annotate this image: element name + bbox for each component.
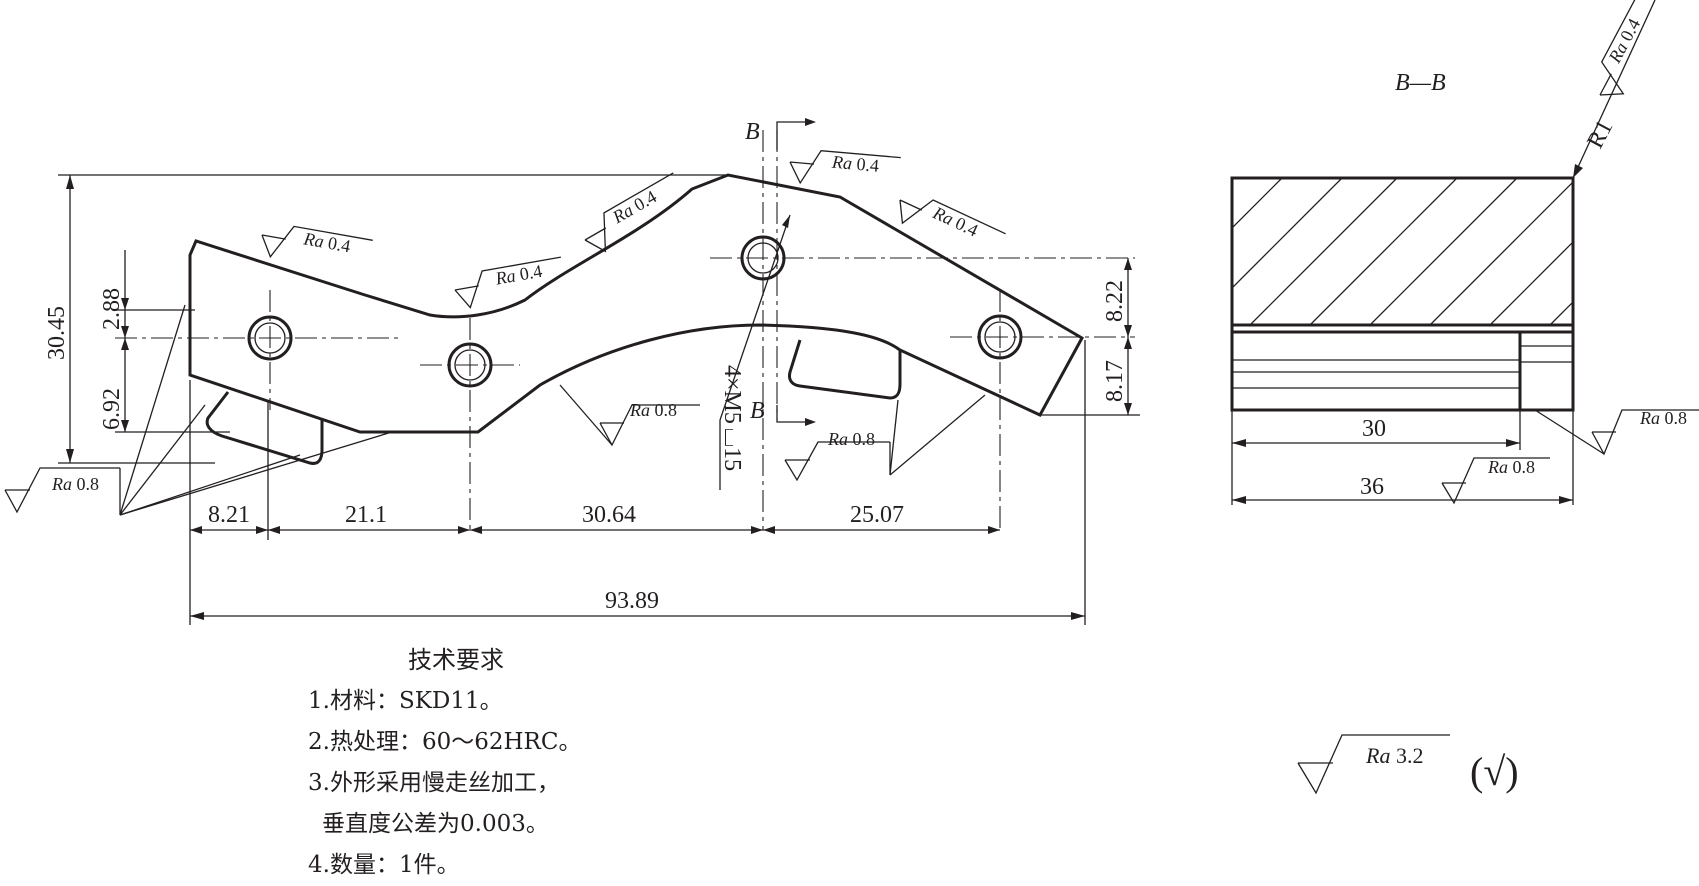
ra-symbol-8: Ra 0.8 xyxy=(784,394,986,482)
ra-symbol-7: Ra 0.8 xyxy=(559,384,700,447)
general-roughness-symbol: Ra 3.2 (√) xyxy=(1297,734,1519,795)
svg-text:Ra 0.4: Ra 0.4 xyxy=(929,202,981,240)
svg-text:Ra 0.8: Ra 0.8 xyxy=(629,400,677,420)
note-3-continued: 垂直度公差为0.003。 xyxy=(322,811,549,837)
ra-symbol-9: Ra 0.4 xyxy=(1599,0,1644,96)
dim-25-07: 25.07 xyxy=(850,502,904,528)
ra-symbol-4: Ra 0.4 xyxy=(789,149,901,185)
part-outline xyxy=(188,173,1085,465)
section-label-b-bottom: B xyxy=(750,398,765,424)
ra-symbol-5: Ra 0.4 xyxy=(899,199,1006,241)
dim-8-17: 8.17 xyxy=(1102,360,1128,402)
section-hatching xyxy=(1232,178,1573,325)
note-3: 3.外形采用慢走丝加工， xyxy=(308,770,560,796)
roughness-symbols: Ra 0.4 Ra 0.4 Ra 0.4 Ra 0.4 Ra 0.4 Ra 0.… xyxy=(4,149,1006,516)
dim-21-1: 21.1 xyxy=(345,502,387,528)
svg-text:Ra 0.4: Ra 0.4 xyxy=(830,152,880,176)
dim-8-22: 8.22 xyxy=(1102,280,1128,322)
notes-title: 技术要求 xyxy=(408,646,504,674)
ra-symbol-6: Ra 0.8 xyxy=(4,304,393,516)
technical-requirements: 技术要求 1.材料：SKD11。 2.热处理：60～62HRC。 3.外形采用慢… xyxy=(308,640,581,886)
dim-8-21: 8.21 xyxy=(208,502,250,528)
dim-30-45: 30.45 xyxy=(44,306,70,360)
svg-text:Ra 0.4: Ra 0.4 xyxy=(1604,15,1644,67)
dim-30: 30 xyxy=(1362,416,1386,442)
thread-spec: 4×M5⌴15 xyxy=(719,365,745,471)
right-vertical-dimensions: 8.22 8.17 xyxy=(1040,258,1140,416)
ra-symbol-11: Ra 0.8 xyxy=(1441,457,1550,505)
svg-text:Ra 3.2: Ra 3.2 xyxy=(1365,743,1423,768)
dim-36: 36 xyxy=(1360,474,1384,500)
section-label-b-top: B xyxy=(745,119,760,145)
general-symbol-suffix: (√) xyxy=(1470,749,1519,794)
svg-text:Ra 0.4: Ra 0.4 xyxy=(608,186,660,227)
svg-text:Ra 0.8: Ra 0.8 xyxy=(827,429,875,449)
horizontal-dimensions: 8.21 21.1 30.64 25.07 93.89 xyxy=(189,340,1086,625)
section-title: B—B xyxy=(1395,70,1446,96)
dim-93-89: 93.89 xyxy=(605,588,659,614)
thread-callout: 4×M5⌴15 xyxy=(719,214,791,490)
ra-symbol-2: Ra 0.4 xyxy=(454,256,562,309)
center-lines xyxy=(115,130,1135,530)
dim-6-92: 6.92 xyxy=(99,388,125,430)
svg-text:Ra 0.8: Ra 0.8 xyxy=(1487,457,1535,477)
dim-30-64: 30.64 xyxy=(582,502,636,528)
ra-symbol-1: Ra 0.4 xyxy=(261,225,373,259)
note-2: 2.热处理：60～62HRC。 xyxy=(308,729,582,755)
ra-symbol-10: Ra 0.8 xyxy=(1534,408,1699,456)
svg-text:Ra 0.8: Ra 0.8 xyxy=(51,474,99,494)
svg-text:Ra 0.4: Ra 0.4 xyxy=(301,228,352,256)
ra-symbol-3: Ra 0.4 xyxy=(584,172,674,253)
svg-text:Ra 0.4: Ra 0.4 xyxy=(493,261,544,289)
note-4: 4.数量：1件。 xyxy=(308,852,460,878)
section-view: B—B R1 Ra 0. xyxy=(1230,0,1699,505)
section-indicator: B B xyxy=(745,118,816,426)
dim-2-88: 2.88 xyxy=(99,288,125,330)
svg-text:Ra 0.8: Ra 0.8 xyxy=(1639,408,1687,428)
note-1: 1.材料：SKD11。 xyxy=(308,688,503,714)
left-vertical-dimensions: 30.45 2.88 6.92 xyxy=(44,174,730,464)
